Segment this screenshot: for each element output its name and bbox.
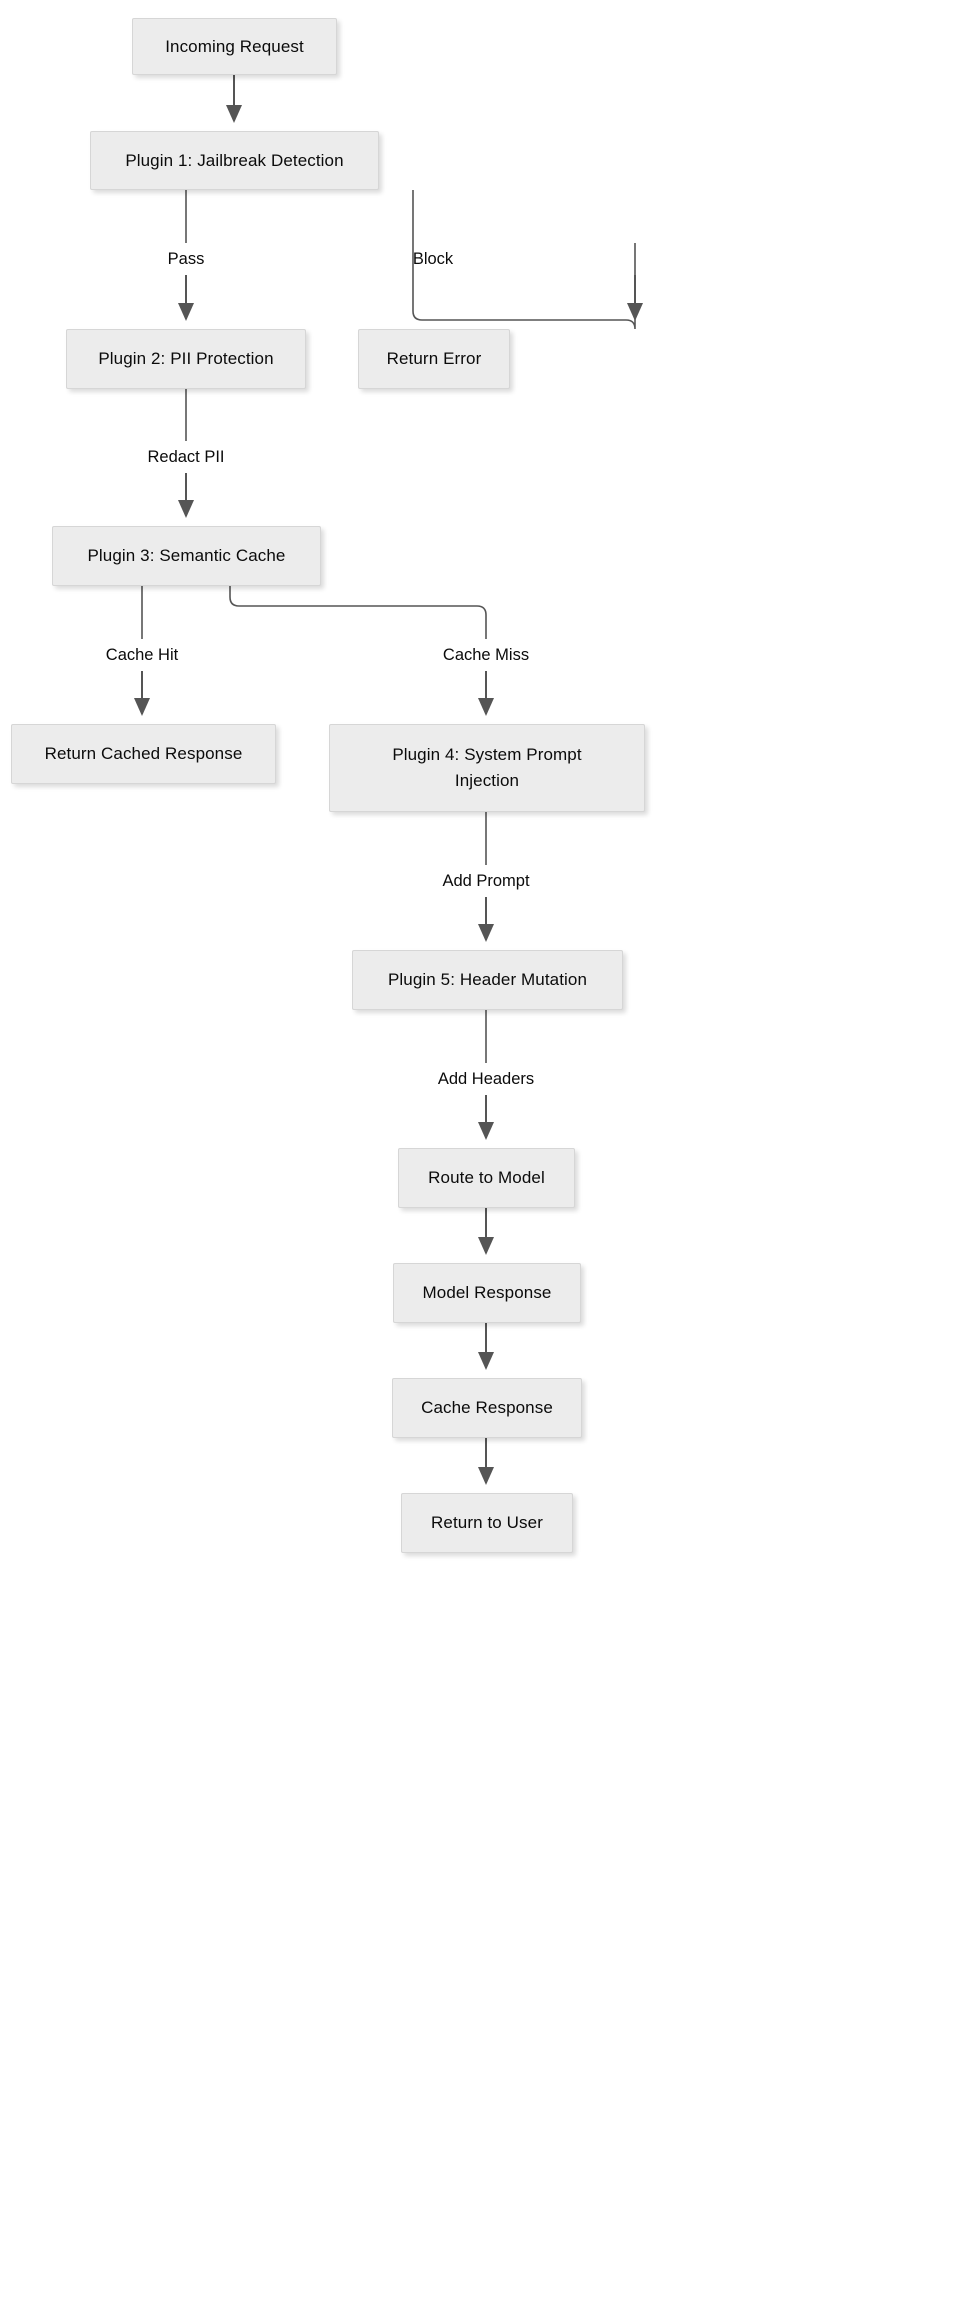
node-label: Plugin 2: PII Protection [98,349,274,368]
node-label: Return to User [431,1513,543,1532]
node-label: Return Error [386,349,482,368]
edge-label-cache-hit: Cache Hit [105,646,179,664]
node-label: Cache Response [421,1398,553,1417]
node-plugin5-header-mutation[interactable]: Plugin 5: Header Mutation [352,950,623,1010]
node-route-to-model[interactable]: Route to Model [398,1148,575,1208]
node-label: Plugin 5: Header Mutation [387,970,588,989]
edge-plugin3-to-plugin4-route [229,586,487,639]
node-label: Plugin 3: Semantic Cache [87,546,286,565]
node-label: Route to Model [428,1168,545,1187]
node-plugin4-system-prompt-injection[interactable]: Plugin 4: System Prompt Injection [329,724,645,812]
node-label: Return Cached Response [44,744,243,763]
node-label: Plugin 1: Jailbreak Detection [125,150,344,170]
node-incoming-request[interactable]: Incoming Request [132,18,337,75]
edge-label-add-headers: Add Headers [437,1070,535,1088]
edge-label-redact-pii: Redact PII [147,448,225,466]
node-plugin2-pii-protection[interactable]: Plugin 2: PII Protection [66,329,306,389]
edge-label-block: Block [412,250,454,268]
node-plugin3-semantic-cache[interactable]: Plugin 3: Semantic Cache [52,526,321,586]
node-cache-response[interactable]: Cache Response [392,1378,582,1438]
node-label: Plugin 4: System Prompt Injection [392,745,582,790]
node-model-response[interactable]: Model Response [393,1263,581,1323]
node-label: Incoming Request [165,36,304,56]
edge-label-pass: Pass [167,250,205,268]
node-plugin1-jailbreak-detection[interactable]: Plugin 1: Jailbreak Detection [90,131,379,190]
node-return-cached-response[interactable]: Return Cached Response [11,724,276,784]
node-return-error[interactable]: Return Error [358,329,510,389]
node-label: Model Response [422,1283,552,1302]
node-return-to-user[interactable]: Return to User [401,1493,573,1553]
edge-label-add-prompt: Add Prompt [442,872,530,890]
edge-label-cache-miss: Cache Miss [442,646,530,664]
